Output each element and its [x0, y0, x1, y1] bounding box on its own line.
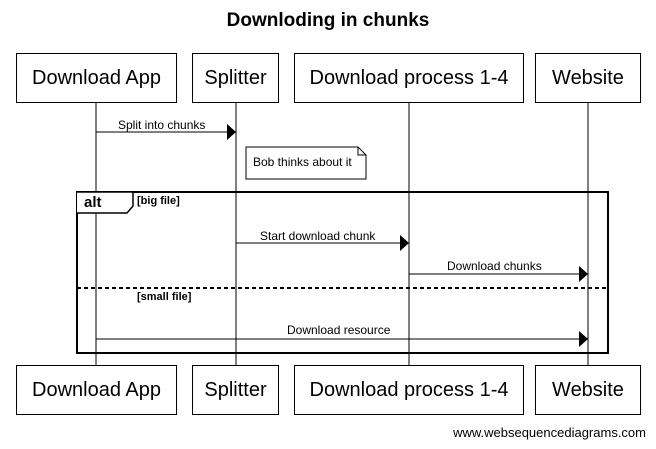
arrowhead-start-download-chunk: [400, 235, 409, 251]
participant-website-top: Website: [535, 53, 641, 103]
arrowhead-download-resource: [579, 331, 588, 347]
participant-splitter-top: Splitter: [192, 53, 279, 103]
message-label-start-download-chunk: Start download chunk: [260, 229, 376, 243]
note-shape: [245, 146, 367, 180]
alt-condition-big-file: [big file]: [137, 195, 180, 207]
arrowhead-download-chunks: [579, 266, 588, 282]
footer-credit: www.websequencediagrams.com: [453, 425, 646, 440]
participant-download-app-top: Download App: [16, 53, 177, 103]
participant-website-bottom: Website: [535, 365, 641, 415]
participant-download-process-top: Download process 1-4: [294, 53, 524, 103]
alt-frame: [76, 191, 609, 354]
message-label-download-resource: Download resource: [287, 323, 391, 337]
diagram-title: Downloding in chunks: [226, 10, 430, 31]
note-fold: [357, 147, 366, 156]
arrowhead-split-into-chunks: [227, 124, 236, 140]
alt-tab: [77, 191, 134, 214]
participant-download-process-bottom: Download process 1-4: [294, 365, 524, 415]
message-label-split-into-chunks: Split into chunks: [118, 118, 206, 132]
message-label-download-chunks: Download chunks: [447, 259, 542, 273]
alt-condition-small-file: [small file]: [137, 291, 192, 303]
participant-splitter-bottom: Splitter: [192, 365, 279, 415]
note-text: Bob thinks about it: [253, 155, 352, 169]
alt-label: alt: [84, 194, 102, 211]
participant-download-app-bottom: Download App: [16, 365, 177, 415]
